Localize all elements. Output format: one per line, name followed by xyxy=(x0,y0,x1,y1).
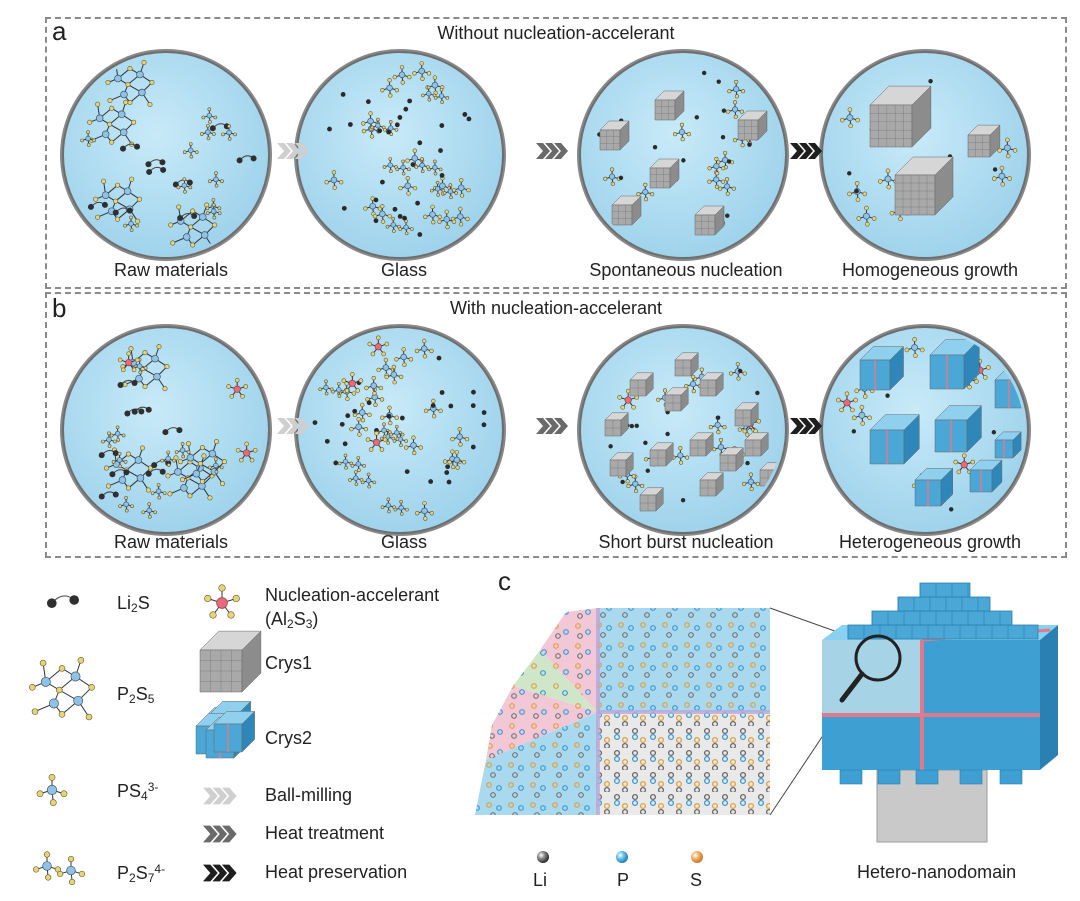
arrow-b-heat-preservation xyxy=(790,418,822,434)
atom-label-li: Li xyxy=(533,870,548,890)
legend-li2s-label: Li2S xyxy=(117,593,150,615)
panel-a-stage-1: Raw materials xyxy=(113,260,229,280)
panel-a-stage-2: Glass xyxy=(380,260,427,280)
legend-crys2-label: Crys2 xyxy=(265,728,313,748)
legend-crys1-label: Crys1 xyxy=(265,653,313,673)
arrow-a-ball-milling xyxy=(277,143,309,159)
hetero-nanodomain-block xyxy=(822,582,1058,843)
legend-heat-treatment-label: Heat treatment xyxy=(265,823,385,843)
legend-ball-milling-label: Ball-milling xyxy=(265,785,353,805)
legend-p2s5-icon xyxy=(29,657,95,721)
legend-p2s7-label: P2S74- xyxy=(117,862,166,885)
legend-heat-preservation-label: Heat preservation xyxy=(265,862,408,882)
panel-a-stage-3: Spontaneous nucleation xyxy=(589,260,783,280)
atom-label-p: P xyxy=(617,870,630,890)
legend-accelerant-label: Nucleation-accelerant xyxy=(265,585,440,605)
magnifier-icon xyxy=(839,634,902,703)
arrow-b-heat-treatment xyxy=(536,418,568,434)
atom-label-s: S xyxy=(690,870,703,890)
zoomed-lattice xyxy=(475,608,770,815)
lattice-domain-bottom-right xyxy=(598,712,770,815)
legend-ps4-icon xyxy=(36,774,68,806)
panel-b-frame xyxy=(45,292,1067,558)
lattice-domain-green xyxy=(513,650,598,712)
legend-accelerant-formula: (Al2S3) xyxy=(265,609,319,631)
legend-p2s5-label: P2S5 xyxy=(117,684,155,706)
panel-a-letter: a xyxy=(52,16,67,46)
circle-a-nucleation xyxy=(577,49,789,261)
legend-li2s-icon xyxy=(47,595,79,608)
circle-a-raw xyxy=(60,49,272,261)
panel-b-stage-1: Raw materials xyxy=(113,532,229,552)
legend-ball-milling-arrow xyxy=(203,787,237,805)
legend-crys1-icon xyxy=(199,630,262,693)
lattice-domain-pink-a xyxy=(540,608,598,712)
panel-b-title: With nucleation-accelerant xyxy=(449,298,663,318)
atom-key-s xyxy=(691,851,703,863)
legend-heat-preservation-arrow xyxy=(203,864,237,882)
circle-b-growth xyxy=(819,324,1031,536)
legend-accelerant-icon xyxy=(204,584,240,619)
legend-p2s7-icon xyxy=(32,851,86,886)
panel-a-stage-4: Homogeneous growth xyxy=(841,260,1019,280)
panel-c-letter: c xyxy=(498,566,511,596)
panel-b-stage-3: Short burst nucleation xyxy=(598,532,774,552)
lattice-domain-bottom-left xyxy=(475,712,598,815)
circle-b-raw xyxy=(60,324,272,536)
panel-a-title: Without nucleation-accelerant xyxy=(437,23,675,43)
circle-a-glass xyxy=(294,49,506,261)
arrow-a-heat-preservation xyxy=(790,143,822,159)
panel-b-stage-2: Glass xyxy=(380,532,427,552)
circle-b-glass xyxy=(294,324,506,536)
atom-key-p xyxy=(616,851,628,863)
arrow-a-heat-treatment xyxy=(536,143,568,159)
legend-heat-treatment-arrow xyxy=(203,825,237,843)
translucent-domain xyxy=(822,640,922,715)
arrow-b-ball-milling xyxy=(277,418,309,434)
panel-b-stage-4: Heterogeneous growth xyxy=(838,532,1022,552)
legend-crys2-icon xyxy=(195,700,256,759)
panel-b-letter: b xyxy=(52,293,67,323)
legend-ps4-label: PS43- xyxy=(117,780,159,803)
circle-b-nucleation xyxy=(577,324,789,536)
lattice-domain-pink-b xyxy=(486,686,598,760)
panel-a-frame xyxy=(45,17,1067,289)
panel-c-caption: Hetero-nanodomain xyxy=(857,862,1017,882)
circle-a-growth xyxy=(819,49,1031,261)
atom-key-li xyxy=(537,851,549,863)
